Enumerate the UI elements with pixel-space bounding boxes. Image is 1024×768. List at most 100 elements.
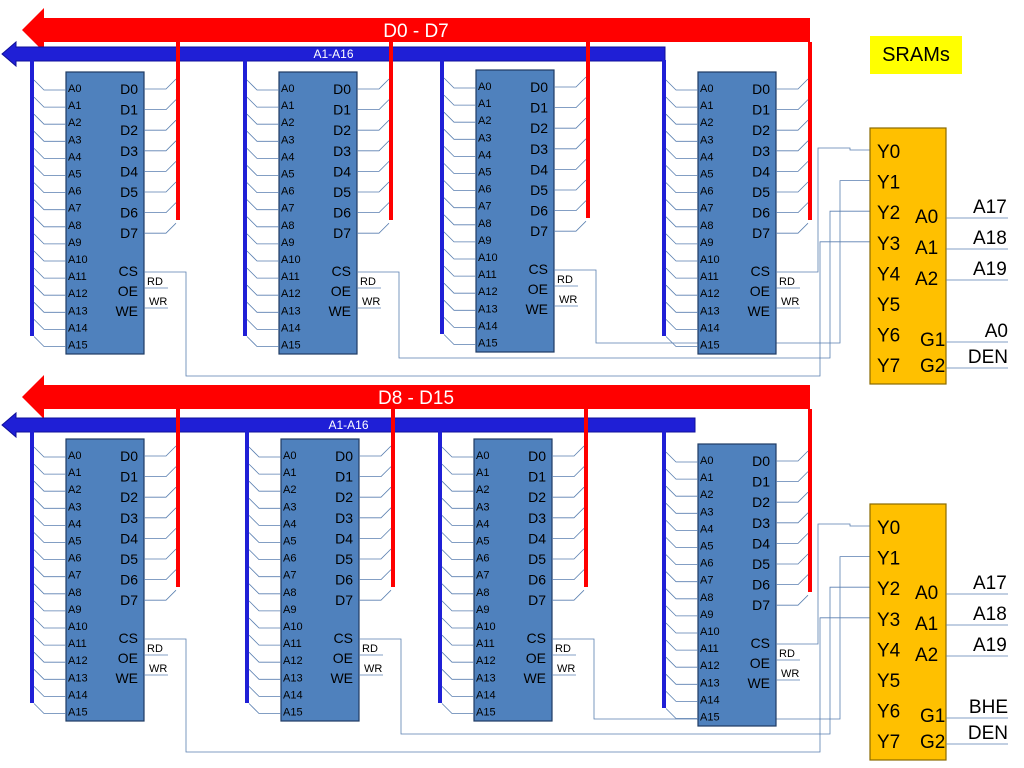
data-pin-label: D6 <box>528 572 546 588</box>
decoder-enable-label: G2 <box>920 356 945 377</box>
data-pin-label: D4 <box>752 163 770 179</box>
data-wire <box>776 450 809 462</box>
address-wire <box>248 600 281 612</box>
control-pin-label: CS <box>119 263 138 279</box>
address-wire <box>443 111 476 123</box>
data-wire <box>552 528 585 539</box>
data-wire <box>144 528 177 539</box>
address-pin-label: A1 <box>700 472 713 484</box>
data-wire <box>144 161 177 172</box>
data-wire <box>552 548 585 560</box>
data-pin-label: D5 <box>528 551 546 567</box>
address-wire <box>248 480 281 492</box>
chip-select-wire <box>144 241 870 377</box>
address-wire <box>665 656 698 668</box>
address-pin-label: A9 <box>478 235 491 247</box>
address-pin-label: A6 <box>68 553 81 565</box>
control-pin-label: CS <box>119 630 138 646</box>
address-pin-label: A12 <box>68 655 88 667</box>
data-wire <box>144 99 177 110</box>
address-pin-label: A4 <box>281 151 294 163</box>
data-wire <box>552 466 585 478</box>
address-pin-label: A4 <box>476 518 489 530</box>
data-pin-label: D0 <box>752 81 770 97</box>
address-pin-label: A9 <box>281 237 294 249</box>
address-pin-label: A13 <box>68 305 88 317</box>
decoder-output-label: Y3 <box>877 610 900 631</box>
address-wire <box>246 148 279 159</box>
address-wire <box>665 96 698 108</box>
address-wire <box>665 691 698 702</box>
data-wire <box>776 119 809 131</box>
control-pin-label: CS <box>529 261 548 277</box>
address-wire <box>443 214 476 226</box>
decoder-input-label: A1 <box>915 614 938 635</box>
data-bus-label: D0 - D7 <box>383 21 448 42</box>
control-pin-label: OE <box>118 283 138 299</box>
address-pin-label: A5 <box>68 169 81 181</box>
address-wire <box>33 131 66 142</box>
decoder-enable-label: G1 <box>920 330 945 351</box>
data-pin-label: D0 <box>530 79 548 95</box>
address-wire <box>665 148 698 159</box>
address-pin-label: A1 <box>700 100 713 112</box>
address-wire <box>665 302 698 313</box>
address-pin-label: A14 <box>478 320 498 332</box>
data-wire <box>144 202 177 214</box>
data-pin-label: D3 <box>333 143 351 159</box>
address-pin-label: A8 <box>68 220 81 232</box>
data-pin-label: D6 <box>120 572 138 588</box>
address-pin-label: A2 <box>68 117 81 129</box>
address-wire <box>441 463 474 475</box>
data-wire <box>144 548 177 560</box>
decoder-input-label: A1 <box>915 238 938 259</box>
wr-signal-label: WR <box>364 663 382 675</box>
address-pin-label: A1 <box>281 100 294 112</box>
address-pin-label: A9 <box>476 604 489 616</box>
data-bus-arrow <box>22 375 810 419</box>
address-wire <box>246 216 279 228</box>
address-wire <box>665 182 698 194</box>
data-pin-label: D6 <box>335 572 353 588</box>
wr-signal-label: WR <box>149 296 167 308</box>
address-pin-label: A15 <box>283 707 303 719</box>
address-pin-label: A3 <box>478 132 491 144</box>
address-pin-label: A14 <box>68 689 88 701</box>
address-wire <box>246 267 279 279</box>
address-pin-label: A3 <box>68 134 81 146</box>
sram-chip-body <box>473 438 553 722</box>
data-pin-label: D3 <box>752 143 770 159</box>
data-pin-label: D7 <box>120 592 138 608</box>
address-pin-label: A11 <box>700 643 719 655</box>
address-pin-label: A7 <box>700 575 713 587</box>
address-wire <box>248 549 281 560</box>
address-pin-label: A1 <box>68 100 81 112</box>
data-pin-label: D2 <box>528 489 546 505</box>
data-wire <box>776 491 809 503</box>
data-pin-label: D2 <box>333 122 351 138</box>
control-pin-label: OE <box>333 650 353 666</box>
address-pin-label: A11 <box>700 271 719 283</box>
address-wire <box>441 600 474 612</box>
address-pin-label: A7 <box>700 203 713 215</box>
data-wire <box>144 181 177 193</box>
address-pin-label: A5 <box>281 169 294 181</box>
decoder-output-label: Y3 <box>877 234 900 255</box>
data-wire <box>144 445 177 457</box>
address-pin-label: A15 <box>68 340 88 352</box>
chip-select-wire <box>357 210 870 359</box>
decoder-output-label: Y1 <box>877 549 900 570</box>
data-wire <box>144 569 177 580</box>
address-pin-label: A12 <box>700 288 720 300</box>
address-wire <box>33 267 66 279</box>
address-pin-label: A10 <box>281 254 301 266</box>
data-pin-label: D1 <box>120 102 138 118</box>
address-pin-label: A8 <box>283 587 296 599</box>
data-pin-label: D7 <box>335 592 353 608</box>
address-wire <box>246 336 279 347</box>
address-wire <box>441 498 474 509</box>
data-wire <box>776 471 809 483</box>
address-pin-label: A2 <box>700 489 713 501</box>
data-wire <box>776 533 809 544</box>
address-signal-label: A18 <box>973 228 1007 249</box>
